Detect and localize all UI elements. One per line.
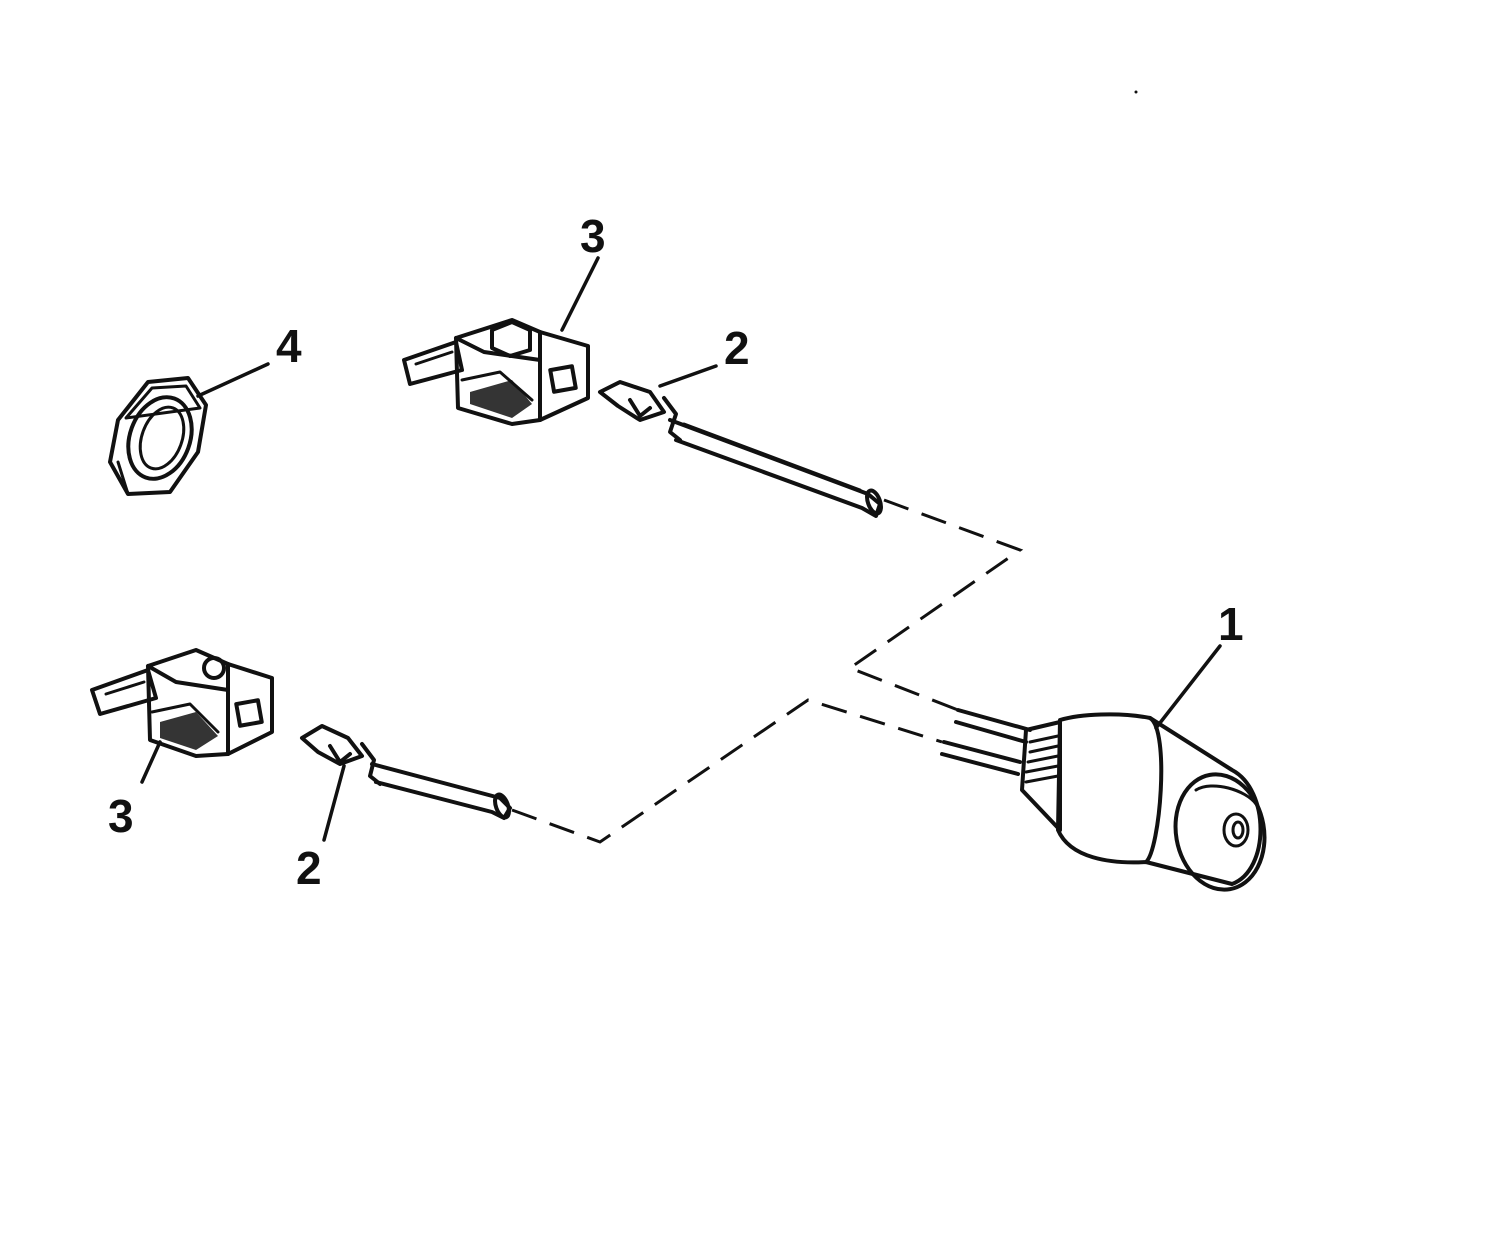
wiring-paths [511, 498, 1024, 844]
callout-switch: 1 [1218, 598, 1244, 650]
terminal-wire-lower [300, 724, 512, 820]
leader-lines [140, 256, 1222, 842]
callout-terminal-upper: 2 [724, 322, 750, 374]
speck [1134, 90, 1138, 94]
switch-body [940, 708, 1267, 892]
callout-terminal-lower: 2 [296, 842, 322, 894]
callout-nut: 4 [276, 320, 302, 372]
connector-housing-lower [90, 648, 274, 758]
terminal-wire-upper [598, 380, 883, 518]
callout-connector-lower: 3 [108, 790, 134, 842]
connector-housing-upper [402, 318, 590, 426]
callout-connector-upper: 3 [580, 210, 606, 262]
hex-nut [108, 376, 208, 496]
